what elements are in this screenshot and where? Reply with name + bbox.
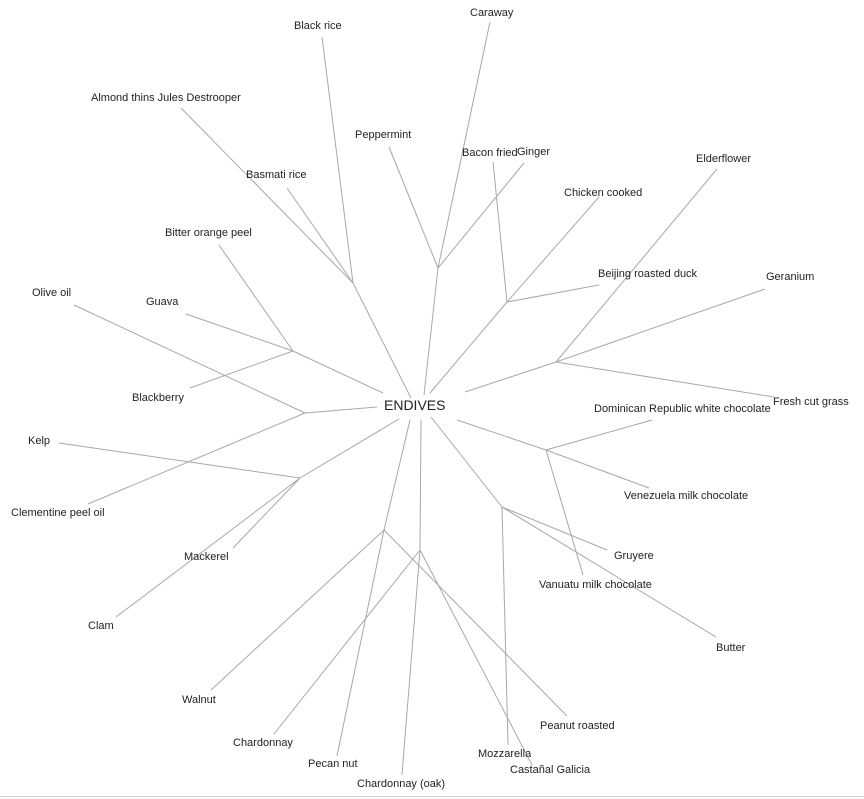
node-label-olive-oil: Olive oil: [32, 287, 71, 299]
node-label-guava: Guava: [146, 296, 179, 308]
node-label-pecan-nut: Pecan nut: [308, 758, 358, 770]
edge-9: [506, 196, 600, 303]
edge-26: [456, 419, 547, 451]
edge-0: [321, 36, 354, 284]
edge-12: [555, 168, 718, 363]
edge-14: [555, 361, 775, 398]
edge-41: [401, 549, 421, 776]
node-label-chicken-cooked: Chicken cooked: [564, 187, 642, 199]
edge-10: [506, 284, 600, 303]
node-label-vanuatu-milk-chocolate: Vanuatu milk chocolate: [539, 579, 652, 591]
edge-27: [58, 442, 301, 479]
edge-29: [232, 477, 301, 549]
node-label-mozzarella: Mozzarella: [478, 748, 532, 760]
edge-3: [286, 187, 354, 284]
node-label-chardonnay-oak: Chardonnay (oak): [357, 778, 445, 790]
node-label-ginger: Ginger: [517, 146, 550, 158]
edge-30: [299, 418, 400, 479]
edge-34: [430, 416, 503, 508]
node-label-chardonnay: Chardonnay: [233, 737, 293, 749]
node-label-mackerel: Mackerel: [184, 551, 229, 563]
node-label-gruyere: Gruyere: [614, 550, 654, 562]
edge-22: [304, 406, 378, 414]
edge-5: [388, 146, 439, 269]
node-label-elderflower: Elderflower: [696, 153, 751, 165]
node-label-peppermint: Peppermint: [355, 129, 411, 141]
node-label-dominican-white-chocolate: Dominican Republic white chocolate: [594, 403, 771, 415]
bottom-divider: [0, 796, 864, 797]
edge-40: [419, 549, 533, 766]
edge-28: [115, 477, 301, 618]
edge-39: [273, 549, 421, 735]
edge-37: [383, 529, 568, 717]
node-label-beijing-roasted-duck: Beijing roasted duck: [598, 268, 698, 280]
edge-16: [218, 244, 294, 352]
edge-17: [185, 313, 294, 352]
edge-32: [501, 506, 717, 638]
edge-36: [336, 529, 385, 757]
node-label-clam: Clam: [88, 620, 114, 632]
node-label-bitter-orange-peel: Bitter orange peel: [165, 227, 252, 239]
edge-31: [501, 506, 608, 551]
edge-42: [419, 419, 422, 551]
edge-19: [292, 350, 384, 394]
edge-6: [437, 162, 525, 269]
edge-4: [352, 282, 412, 399]
node-label-walnut: Walnut: [182, 694, 216, 706]
edge-25: [545, 449, 584, 576]
node-label-almond-thins: Almond thins Jules Destrooper: [91, 92, 241, 104]
edge-35: [210, 529, 385, 691]
edge-33: [501, 506, 509, 746]
edge-8: [492, 161, 508, 303]
node-label-clementine-peel-oil: Clementine peel oil: [11, 507, 105, 519]
node-label-black-rice: Black rice: [294, 20, 342, 32]
edge-1: [437, 21, 491, 269]
edge-11: [429, 301, 508, 394]
node-label-castanal-galicia: Castañal Galicia: [510, 764, 591, 776]
node-label-blackberry: Blackberry: [132, 392, 184, 404]
node-label-bacon-fried: Bacon fried: [462, 147, 518, 159]
edge-20: [73, 304, 306, 414]
edge-38: [383, 419, 411, 531]
edge-13: [555, 288, 766, 363]
node-label-butter: Butter: [716, 642, 746, 654]
edge-18: [189, 350, 294, 389]
edge-15: [464, 361, 557, 393]
edge-2: [180, 107, 354, 284]
node-label-basmati-rice: Basmati rice: [246, 169, 307, 181]
node-label-fresh-cut-grass: Fresh cut grass: [773, 396, 849, 408]
edge-23: [545, 419, 653, 451]
node-label-kelp: Kelp: [28, 435, 50, 447]
node-label-caraway: Caraway: [470, 7, 514, 19]
edge-24: [545, 449, 650, 489]
edges-layer: [58, 21, 775, 776]
node-label-venezuela-milk-chocolate: Venezuela milk chocolate: [624, 490, 748, 502]
node-label-geranium: Geranium: [766, 271, 814, 283]
node-label-peanut-roasted: Peanut roasted: [540, 720, 615, 732]
root-node-label: ENDIVES: [384, 397, 445, 413]
edge-7: [423, 267, 439, 396]
edge-21: [87, 412, 306, 505]
